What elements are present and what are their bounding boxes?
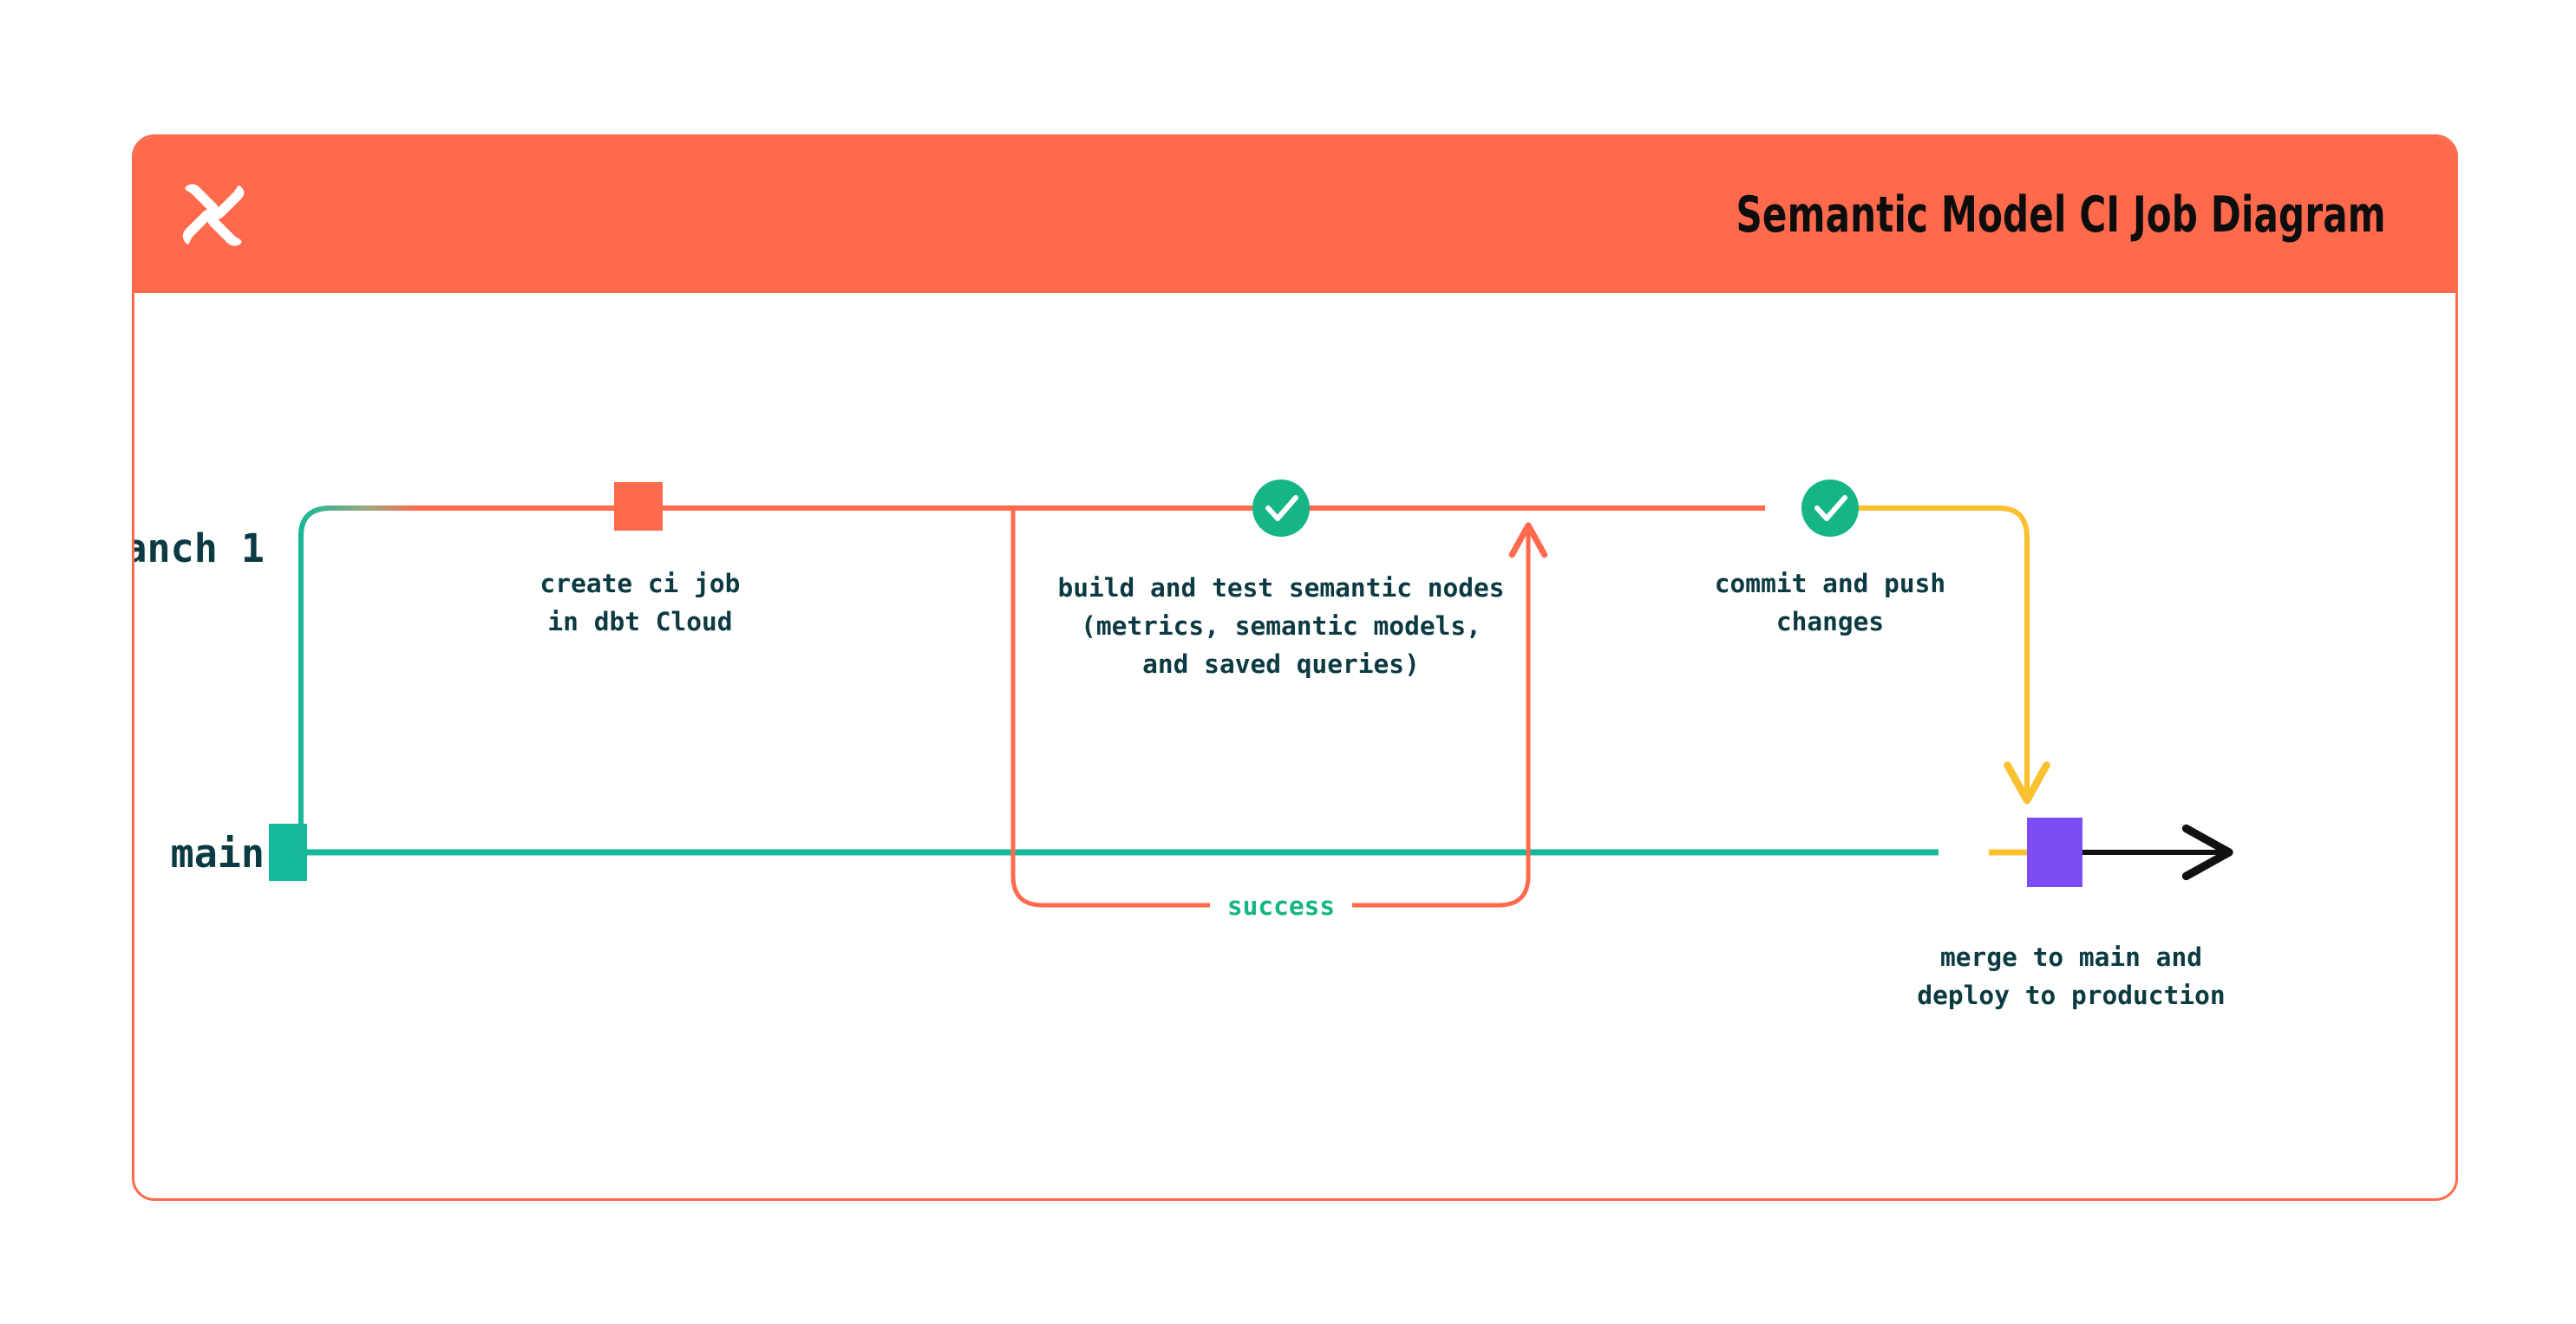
success-loop: success: [1010, 508, 1548, 921]
success-label: success: [1227, 891, 1335, 921]
node-label-create-ci-job: create ci job in dbt Cloud: [540, 569, 741, 636]
svg-text:merge to main and: merge to main and: [1940, 942, 2202, 972]
svg-text:commit and push: commit and push: [1715, 569, 1945, 598]
dbt-logo-icon: [176, 178, 251, 252]
svg-text:build and test semantic nodes: build and test semantic nodes: [1057, 573, 1504, 603]
branch-label-main: main: [171, 831, 265, 877]
check-icon: [1265, 495, 1298, 521]
branch-label-branch-1: branch 1: [134, 525, 265, 571]
commit-marker-create-ci-job: [614, 482, 663, 531]
page-title: Semantic Model CI Job Diagram: [1736, 186, 2386, 244]
commit-marker-commit-and-push: [1801, 479, 1859, 537]
node-label-commit-and-push: commit and push changes: [1715, 569, 1945, 636]
commit-marker-build-and-test: [1252, 479, 1310, 537]
node-label-merge-to-main: merge to main and deploy to production: [1917, 942, 2225, 1010]
node-label-build-and-test: build and test semantic nodes (metrics, …: [1057, 573, 1504, 679]
svg-text:deploy to production: deploy to production: [1917, 981, 2225, 1010]
svg-text:create ci job: create ci job: [540, 569, 741, 598]
branch-1-line: [298, 505, 2050, 852]
svg-text:and saved queries): and saved queries): [1142, 649, 1420, 679]
svg-text:changes: changes: [1776, 607, 1884, 636]
commit-marker-merge-to-main: [2027, 818, 2082, 887]
svg-text:(metrics, semantic models,: (metrics, semantic models,: [1081, 611, 1481, 641]
card-header: Semantic Model CI Job Diagram: [134, 137, 2455, 293]
diagram-card: Semantic Model CI Job Diagram: [132, 134, 2458, 1201]
check-icon: [1814, 495, 1847, 521]
svg-text:in dbt Cloud: in dbt Cloud: [547, 607, 732, 636]
diagram-canvas: success branch 1 main create ci job in d…: [134, 293, 2455, 1198]
